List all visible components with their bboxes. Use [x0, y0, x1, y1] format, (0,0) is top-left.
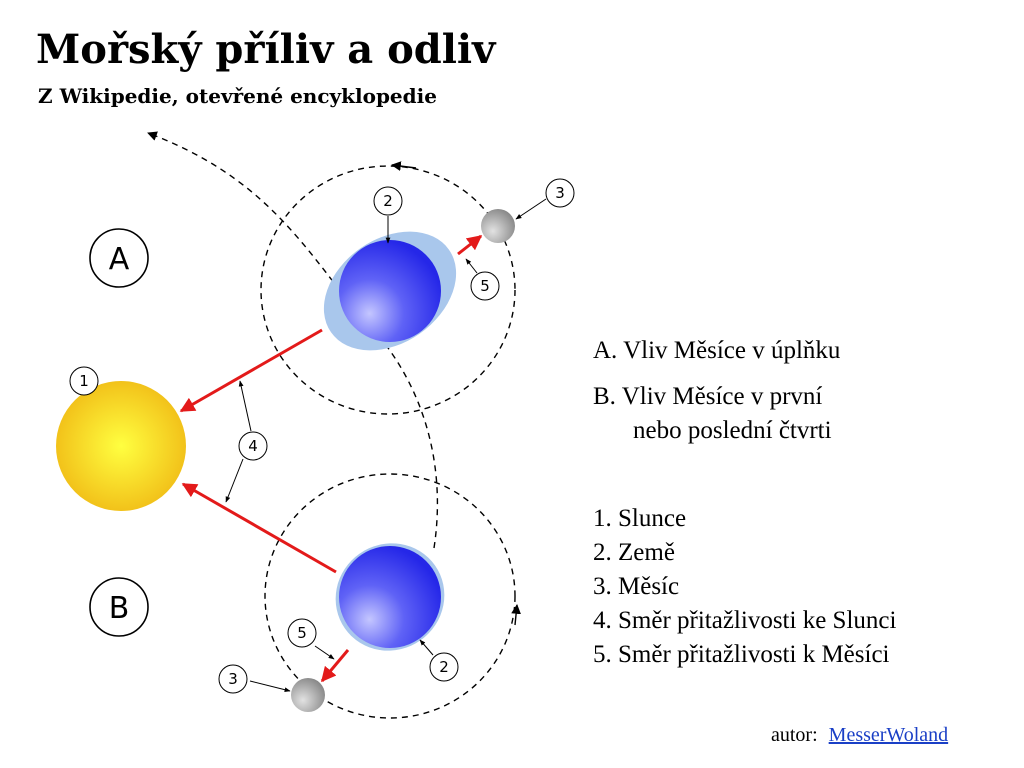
- earth-a: [339, 240, 441, 342]
- moon-b: [291, 678, 325, 712]
- panel-label-a: A: [89, 228, 149, 288]
- leader-5b: [314, 645, 335, 660]
- author-link[interactable]: MesserWoland: [828, 724, 949, 746]
- author-prefix: autor:: [771, 724, 818, 746]
- legend-item-sun-force: 4. Směr přitažlivosti ke Slunci: [593, 607, 897, 634]
- callout-5-a-text: 5: [480, 277, 490, 295]
- moon-orbit-b: [264, 473, 516, 719]
- callout-2-a-text: 2: [383, 192, 393, 210]
- sun-force-arrow-a: [179, 328, 323, 413]
- moon-orbit-a: [260, 165, 516, 415]
- callout-2-b-text: 2: [439, 658, 449, 676]
- moon-force-arrow-a: [457, 234, 483, 256]
- item-legend: 1. Slunce 2. Země 3. Měsíc 4. Směr přita…: [593, 502, 896, 672]
- legend-item-moon: 3. Měsíc: [593, 573, 680, 600]
- leader-3a: [515, 198, 547, 220]
- moon-orbit-b-arrow: [511, 604, 521, 626]
- page-title: Mořský příliv a odliv: [36, 26, 496, 73]
- callout-3-a-text: 3: [555, 184, 565, 202]
- legend-item-earth: 2. Země: [593, 539, 675, 566]
- callout-5-b: 5: [287, 618, 317, 648]
- moon-orbit-a-arrow: [391, 161, 417, 171]
- panel-label-a-text: A: [109, 242, 130, 277]
- moon-force-arrow-b: [320, 649, 350, 683]
- leader-4-down: [225, 458, 244, 503]
- callout-3-b: 3: [218, 664, 248, 694]
- leader-3b: [249, 680, 291, 693]
- leader-4-up: [238, 380, 252, 432]
- earth-b: [339, 546, 441, 648]
- callout-3-b-text: 3: [228, 670, 238, 688]
- sun-force-arrow-b: [181, 482, 337, 574]
- leader-5a: [465, 258, 478, 274]
- panel-label-b-text: B: [109, 591, 130, 626]
- leader-2b: [419, 639, 434, 656]
- panel-label-b: B: [89, 577, 149, 637]
- legend-item-moon-force: 5. Směr přitažlivosti k Měsíci: [593, 641, 890, 668]
- legend-item-sun: 1. Slunce: [593, 505, 687, 532]
- callout-2-b: 2: [429, 652, 459, 682]
- legend-phase-b: B. Vliv Měsíce v první: [593, 383, 823, 410]
- callout-1-text: 1: [79, 372, 89, 390]
- callout-5-b-text: 5: [297, 624, 307, 642]
- callout-4: 4: [238, 431, 268, 461]
- author-credit: autor: MesserWoland: [771, 724, 948, 747]
- callout-2-a: 2: [373, 186, 403, 216]
- callout-1: 1: [69, 366, 99, 396]
- sun: [56, 381, 186, 511]
- callout-5-a: 5: [470, 271, 500, 301]
- callout-3-a: 3: [545, 178, 575, 208]
- moon-a: [481, 209, 515, 243]
- legend-phase-a: A. Vliv Měsíce v úplňku: [593, 337, 841, 364]
- page-subtitle: Z Wikipedie, otevřené encyklopedie: [38, 84, 437, 108]
- callout-4-text: 4: [248, 437, 258, 455]
- phase-legend: A. Vliv Měsíce v úplňku B. Vliv Měsíce v…: [593, 334, 840, 448]
- legend-phase-b-cont: nebo poslední čtvrti: [633, 417, 832, 444]
